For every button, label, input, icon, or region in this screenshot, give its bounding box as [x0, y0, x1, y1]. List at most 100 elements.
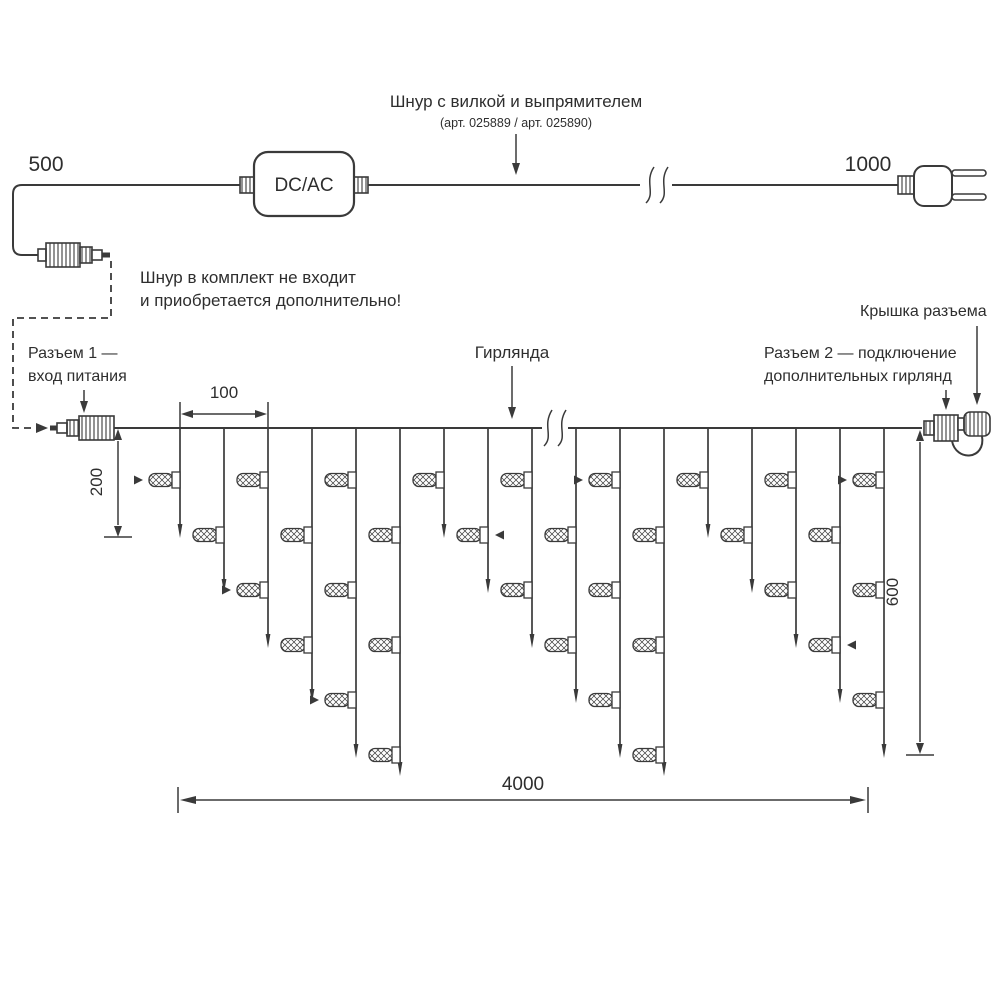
- garland-break-mark: [543, 409, 567, 447]
- power-cord-assembly: DC/AC: [12, 150, 987, 433]
- drop-tip: [661, 762, 667, 776]
- drop-tip: [837, 689, 843, 703]
- led-bulb: [808, 637, 834, 653]
- led-bulb-socket: [347, 691, 357, 709]
- led-bulb-socket: [875, 581, 885, 599]
- cord-connector-pin: [102, 252, 110, 258]
- dim-100: 100: [210, 383, 238, 402]
- led-bulb: [324, 692, 350, 708]
- cap-arrowhead: [973, 393, 981, 405]
- note-line2: и приобретается дополнительно!: [140, 291, 401, 310]
- led-bulb-socket: [831, 526, 841, 544]
- dim100-ticks: [179, 402, 269, 427]
- bulb-pointer-arrow: [847, 640, 856, 650]
- garland-assembly: [50, 409, 991, 457]
- led-bulb-socket: [479, 526, 489, 544]
- led-bulb-socket: [875, 471, 885, 489]
- cap-label: Крышка разъема: [860, 303, 987, 320]
- garland-arrowhead: [508, 407, 516, 419]
- dim4000-ticks: [177, 787, 869, 813]
- connector1-step: [66, 419, 80, 437]
- bulb-pointer-arrow: [838, 475, 847, 485]
- dim-500: 500: [28, 153, 63, 176]
- led-bulb: [764, 582, 790, 598]
- dim-200: 200: [87, 468, 106, 496]
- led-bulb: [324, 472, 350, 488]
- garland-drops: [134, 428, 887, 776]
- converter-nub-left: [239, 176, 255, 194]
- drop-tip: [221, 579, 227, 593]
- connector-cap: [963, 411, 991, 437]
- connector1-label-line1: Разъем 1 —: [28, 345, 118, 362]
- led-bulb-socket: [435, 471, 445, 489]
- drop-tip: [309, 689, 315, 703]
- led-bulb-socket: [655, 746, 665, 764]
- connector1-label-line2: вход питания: [28, 368, 127, 385]
- led-bulb: [280, 527, 306, 543]
- connector1-arrowhead: [80, 401, 88, 413]
- connector2-arrowhead: [942, 398, 950, 410]
- led-bulb-socket: [391, 746, 401, 764]
- led-bulb-socket: [875, 691, 885, 709]
- plug-prong-top: [951, 169, 987, 177]
- led-bulb: [324, 582, 350, 598]
- connector1-body: [78, 415, 115, 441]
- led-bulb: [456, 527, 482, 543]
- connector2-body: [933, 414, 959, 442]
- led-bulb-socket: [567, 636, 577, 654]
- cap-nub: [957, 417, 965, 431]
- led-bulb: [236, 472, 262, 488]
- led-bulb-socket: [259, 581, 269, 599]
- led-bulb: [764, 472, 790, 488]
- cord-label-arrowhead: [512, 163, 520, 175]
- led-bulb-socket: [611, 691, 621, 709]
- led-bulb: [368, 747, 394, 763]
- dim100-arrow-left: [181, 410, 193, 418]
- dim200-arrow-bottom: [114, 526, 122, 537]
- led-bulb: [632, 747, 658, 763]
- cord-break-mark: [645, 166, 669, 204]
- not-included-dashed-path: [12, 261, 112, 429]
- garland-labels: Разъем 1 — вход питания Гирлянда Крышка …: [28, 303, 987, 419]
- connector2-step: [923, 420, 935, 436]
- cord-connector-neck: [37, 248, 47, 262]
- drop-tip: [529, 634, 535, 648]
- led-bulb-socket: [391, 526, 401, 544]
- cord-connector-step: [79, 246, 93, 264]
- cap-cable-loop: [951, 435, 984, 457]
- led-bulb: [588, 582, 614, 598]
- dim4000-arrow-left: [180, 796, 196, 804]
- cord-sublabel: (арт. 025889 / арт. 025890): [440, 116, 592, 130]
- led-bulb: [544, 527, 570, 543]
- note-line1: Шнур в комплект не входит: [140, 268, 356, 287]
- led-bulb: [852, 472, 878, 488]
- dim100-arrow-right: [255, 410, 267, 418]
- converter-label: DC/AC: [274, 175, 333, 196]
- plug-body: [913, 165, 953, 207]
- drop-tip: [441, 524, 447, 538]
- converter-nub-right: [353, 176, 369, 194]
- cord-label: Шнур с вилкой и выпрямителем: [390, 92, 642, 111]
- led-bulb-socket: [787, 581, 797, 599]
- connector1-tip: [56, 422, 68, 434]
- led-bulb: [500, 582, 526, 598]
- led-bulb: [676, 472, 702, 488]
- dim-4000: 4000: [502, 774, 544, 795]
- led-bulb-socket: [259, 471, 269, 489]
- connector2-label-line1: Разъем 2 — подключение: [764, 345, 957, 362]
- led-bulb-socket: [303, 526, 313, 544]
- garland-label: Гирлянда: [475, 343, 550, 362]
- led-bulb: [368, 527, 394, 543]
- dim4000-arrow-right: [850, 796, 866, 804]
- cord-wire-left: [12, 184, 240, 256]
- top-labels: 500 1000 Шнур с вилкой и выпрямителем (а…: [28, 92, 891, 310]
- led-bulb-socket: [743, 526, 753, 544]
- led-bulb-socket: [787, 471, 797, 489]
- bulb-pointer-arrow: [134, 475, 143, 485]
- dim600-arrow-top: [916, 430, 924, 441]
- led-bulb-socket: [611, 581, 621, 599]
- drop-tip: [397, 762, 403, 776]
- led-bulb-socket: [655, 636, 665, 654]
- cord-connector-body: [45, 242, 81, 268]
- led-bulb-socket: [215, 526, 225, 544]
